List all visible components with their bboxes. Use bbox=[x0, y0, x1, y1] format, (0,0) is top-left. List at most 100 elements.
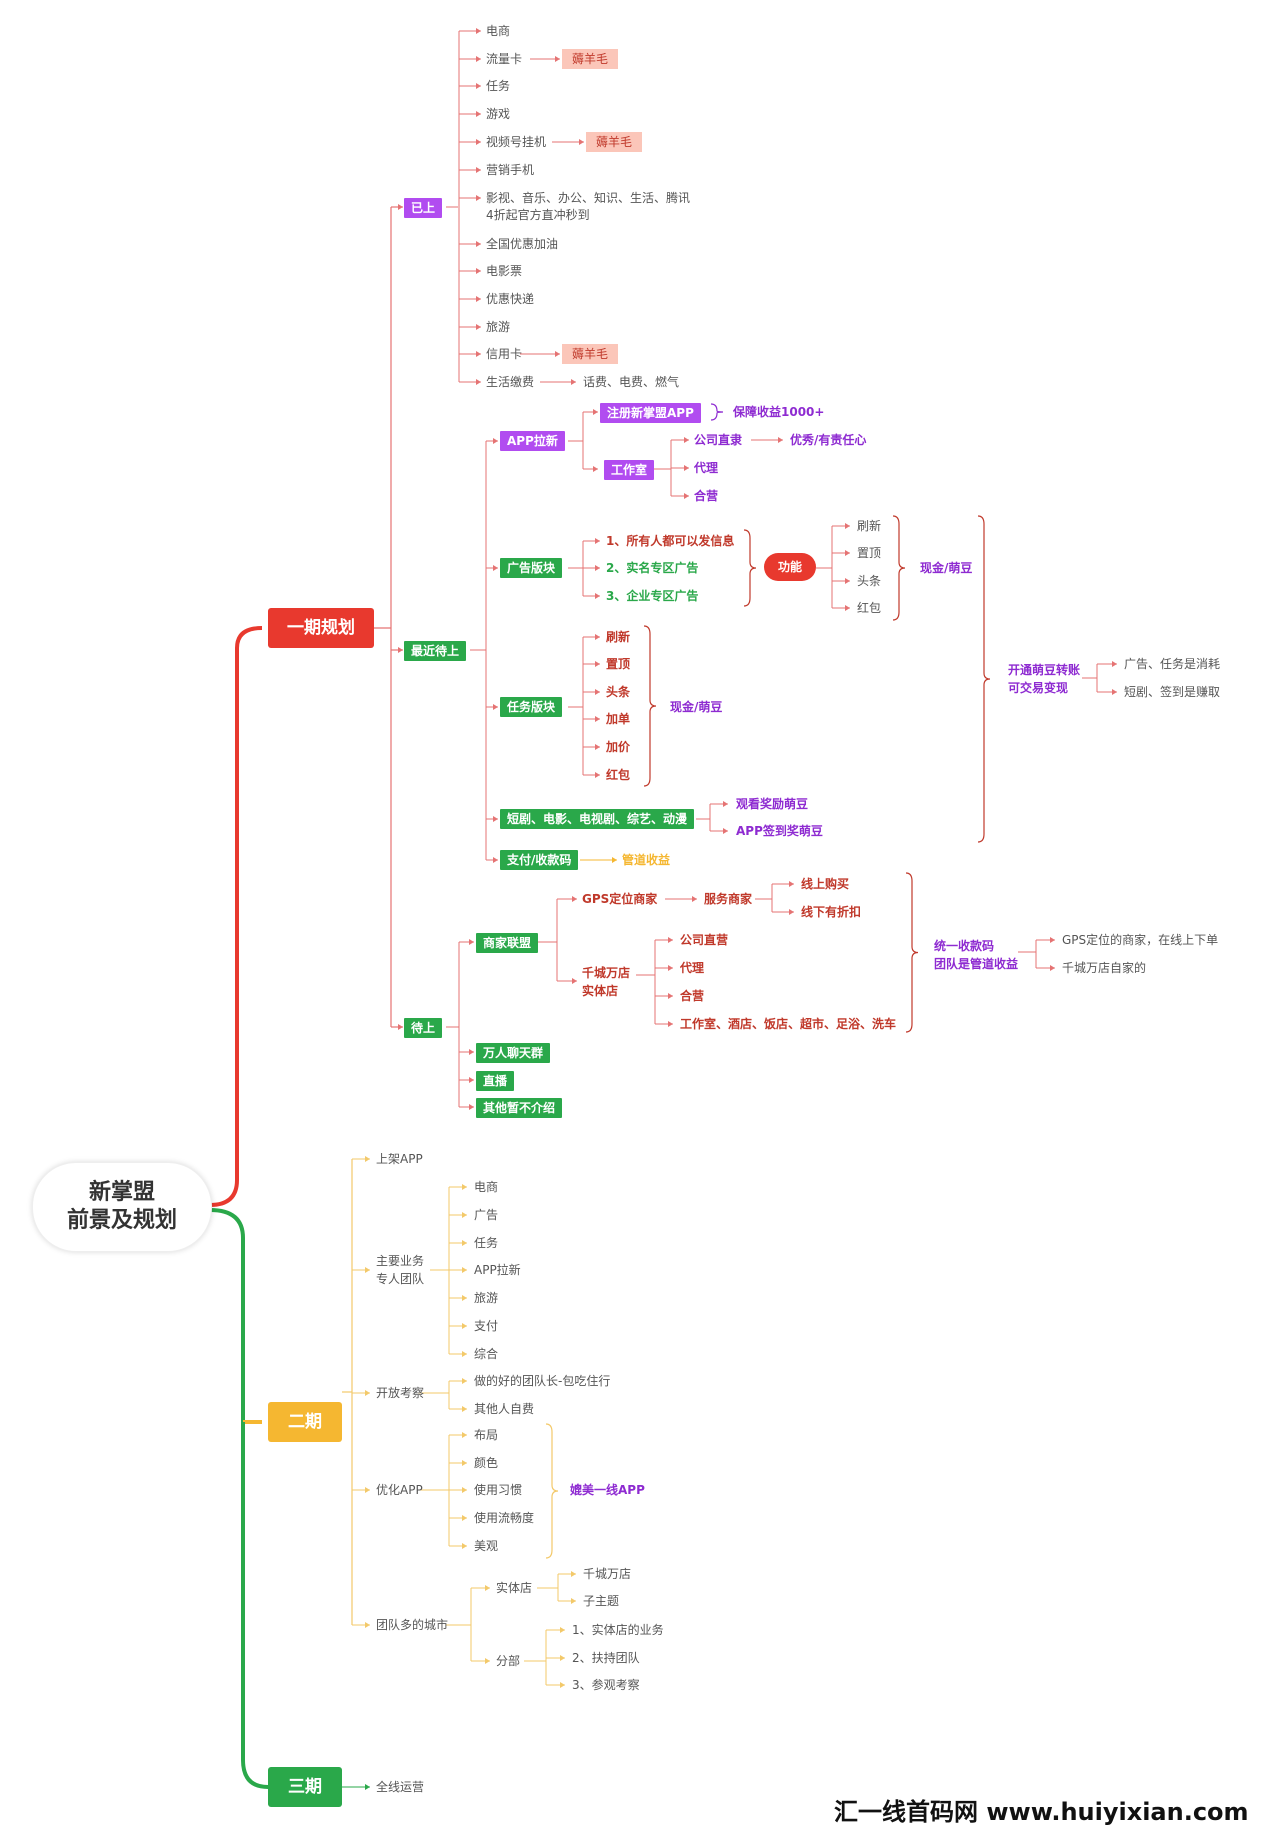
node-text: GPS定位商家 bbox=[582, 892, 658, 906]
arrow-head bbox=[462, 1351, 467, 1357]
tasks-node: 任务版块 bbox=[500, 697, 563, 717]
node-text: 电商 bbox=[474, 1180, 499, 1194]
node-text: 现金/萌豆 bbox=[670, 700, 723, 714]
node-text: 布局 bbox=[474, 1428, 499, 1442]
node-text: 代理 bbox=[694, 461, 719, 475]
function-pill: 功能 bbox=[764, 553, 816, 581]
brace bbox=[977, 515, 991, 843]
arrow-head bbox=[462, 1487, 467, 1493]
node-text: 加单 bbox=[606, 712, 631, 726]
arrow-head bbox=[684, 437, 689, 443]
arrow-head bbox=[476, 351, 481, 357]
arrow-head bbox=[493, 816, 498, 822]
node-text: 线上购买 bbox=[801, 877, 850, 891]
arrow-head bbox=[476, 167, 481, 173]
arrow-head bbox=[493, 857, 498, 863]
arrow-head bbox=[476, 195, 481, 201]
node-text: 公司直隶 bbox=[694, 433, 743, 447]
brace bbox=[643, 625, 657, 787]
node-text: 颜色 bbox=[474, 1456, 499, 1470]
arrow-head bbox=[595, 593, 600, 599]
node-text: 保障收益1000+ bbox=[733, 405, 825, 419]
node-text: 使用习惯 bbox=[474, 1483, 523, 1497]
arrow-head bbox=[668, 965, 673, 971]
app-node: APP拉新 bbox=[500, 431, 565, 451]
node-text: GPS定位的商家，在线上下单 bbox=[1062, 933, 1219, 947]
arrow-head bbox=[365, 1487, 370, 1493]
node-text: 旅游 bbox=[474, 1291, 499, 1305]
arrow-head bbox=[595, 634, 600, 640]
trunk-phase3 bbox=[241, 1422, 269, 1789]
node-text: 开放考察 bbox=[376, 1386, 425, 1400]
arrow-head bbox=[462, 1267, 467, 1273]
node-text: 开通萌豆转账 bbox=[1008, 663, 1081, 677]
arrow-head bbox=[572, 896, 577, 902]
arrow-head bbox=[476, 111, 481, 117]
arrow-head bbox=[476, 83, 481, 89]
arrow-head bbox=[462, 1295, 467, 1301]
arrow-head bbox=[778, 437, 783, 443]
node-text: 千城万店 bbox=[582, 966, 631, 980]
node-text: 美观 bbox=[474, 1539, 499, 1553]
node-text: 主要业务 bbox=[376, 1254, 425, 1268]
node-text: 统一收款码 bbox=[934, 939, 995, 953]
arrow-head bbox=[462, 1240, 467, 1246]
arrow-head bbox=[365, 1784, 370, 1790]
arrow-head bbox=[1050, 937, 1055, 943]
node-text: APP拉新 bbox=[474, 1263, 521, 1277]
arrow-head bbox=[560, 1627, 565, 1633]
node-text: 子主题 bbox=[583, 1594, 620, 1608]
node-text: 千城万店 bbox=[583, 1567, 632, 1581]
node-text: 信用卡 bbox=[486, 347, 523, 361]
arrow-head bbox=[593, 466, 598, 472]
arrow-head bbox=[398, 204, 403, 210]
node-text: 广告 bbox=[474, 1208, 499, 1222]
arrow-head bbox=[493, 565, 498, 571]
wool-tag: 薅羊毛 bbox=[562, 49, 619, 69]
arrow-head bbox=[365, 1390, 370, 1396]
arrow-head bbox=[1050, 965, 1055, 971]
node-text: 3、企业专区广告 bbox=[606, 589, 699, 603]
pending-node: 待上 bbox=[404, 1018, 443, 1038]
others-node: 其他暂不介绍 bbox=[476, 1098, 563, 1118]
brace bbox=[710, 403, 724, 421]
arrow-head bbox=[476, 139, 481, 145]
arrow-head bbox=[365, 1267, 370, 1273]
node-text: 做的好的团队长-包吃住行 bbox=[474, 1374, 611, 1388]
arrow-head bbox=[462, 1406, 467, 1412]
arrow-head bbox=[476, 296, 481, 302]
arrow-head bbox=[595, 716, 600, 722]
arrow-head bbox=[462, 1323, 467, 1329]
brace bbox=[905, 872, 919, 1033]
arrow-head bbox=[845, 605, 850, 611]
arrow-head bbox=[476, 324, 481, 330]
arrow-head bbox=[668, 937, 673, 943]
arrow-head bbox=[668, 1021, 673, 1027]
arrow-head bbox=[595, 565, 600, 571]
arrow-head bbox=[462, 1543, 467, 1549]
arrow-head bbox=[462, 1432, 467, 1438]
brace bbox=[545, 1423, 559, 1559]
node-text: 3、参观考察 bbox=[572, 1678, 640, 1692]
video-node: 短剧、电影、电视剧、综艺、动漫 bbox=[500, 809, 695, 829]
arrow-head bbox=[493, 704, 498, 710]
node-text: 服务商家 bbox=[704, 892, 753, 906]
node-text: 使用流畅度 bbox=[474, 1511, 535, 1525]
arrow-head bbox=[684, 465, 689, 471]
node-text: 影视、音乐、办公、知识、生活、腾讯 bbox=[486, 191, 691, 205]
root-node: 新掌盟 前景及规划 bbox=[32, 1162, 212, 1252]
node-text: 2、扶持团队 bbox=[572, 1651, 640, 1665]
arrow-head bbox=[462, 1184, 467, 1190]
node-text: 红包 bbox=[606, 768, 631, 782]
wool-tag: 薅羊毛 bbox=[586, 132, 643, 152]
arrow-head bbox=[469, 939, 474, 945]
arrow-head bbox=[476, 268, 481, 274]
trunk-phase2-3 bbox=[209, 1208, 245, 1422]
node-text: 全国优惠加油 bbox=[486, 237, 559, 251]
node-text: 置顶 bbox=[606, 657, 631, 671]
arrow-head bbox=[476, 241, 481, 247]
node-text: 任务 bbox=[474, 1236, 499, 1250]
register-node: 注册新掌盟APP bbox=[600, 403, 701, 423]
node-text: 实体店 bbox=[496, 1581, 533, 1595]
